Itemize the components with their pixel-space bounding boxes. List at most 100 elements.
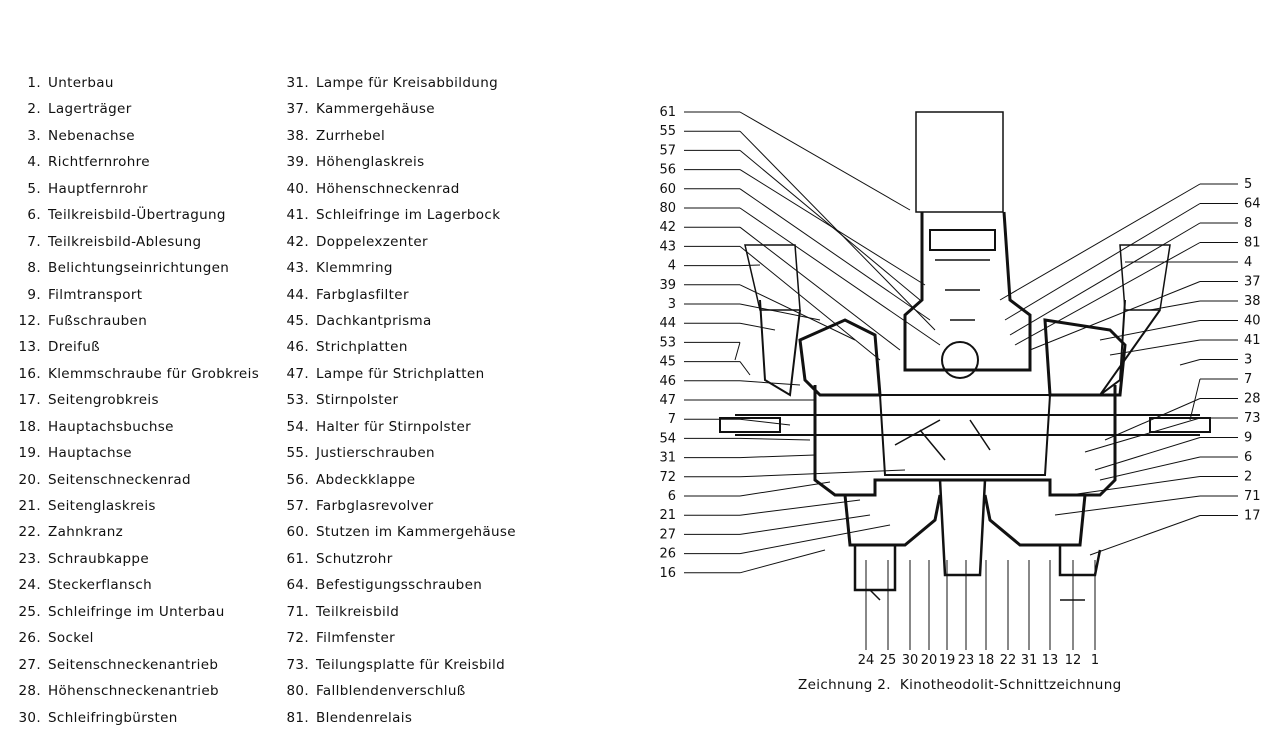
legend-item: 40.Höhenschneckenrad bbox=[280, 176, 580, 202]
legend-item: 1.Unterbau bbox=[12, 70, 274, 96]
callout-label: 64 bbox=[1244, 197, 1261, 212]
legend-number: 24. bbox=[18, 577, 41, 594]
callout-label: 8 bbox=[1244, 216, 1252, 231]
legend-number: 39. bbox=[286, 154, 309, 171]
leader-line bbox=[739, 169, 926, 286]
leader-line bbox=[739, 226, 901, 351]
leader-line bbox=[1104, 398, 1201, 441]
legend-label: Fußschrauben bbox=[48, 312, 148, 329]
legend-item: 19. Hauptachse bbox=[12, 440, 274, 466]
leader-line bbox=[1009, 222, 1201, 336]
leader-line bbox=[739, 111, 911, 211]
callout-label: 6 bbox=[668, 489, 676, 504]
legend-label: Dachkantprisma bbox=[316, 312, 432, 329]
leader-line bbox=[1084, 417, 1201, 453]
legend-label: Abdeckklappe bbox=[316, 471, 416, 488]
callout-label: 20 bbox=[921, 653, 938, 668]
legend-number: 60. bbox=[286, 524, 309, 541]
legend-label: Unterbau bbox=[48, 75, 114, 91]
legend-item: 72.Filmfenster bbox=[280, 625, 580, 651]
legend-number: 38. bbox=[286, 127, 309, 144]
leader-line bbox=[1099, 456, 1201, 481]
legend-item: 28.Höhenschneckenantrieb bbox=[12, 678, 274, 704]
legend-item: 25.Schleifringe im Unterbau bbox=[12, 599, 274, 625]
legend-item: 80.Fallblendenverschluß bbox=[280, 678, 580, 704]
callout-label: 4 bbox=[1244, 255, 1252, 270]
callout-label: 5 bbox=[1244, 177, 1252, 192]
legend-item: 4.Richtfernrohre bbox=[12, 149, 274, 175]
legend-number: 17. bbox=[18, 392, 41, 409]
callout-label: 46 bbox=[659, 374, 676, 389]
callout-label: 43 bbox=[659, 239, 676, 254]
legend-label: Fallblendenverschluß bbox=[316, 683, 466, 700]
legend-label: Lampe für Kreisabbildung bbox=[316, 75, 499, 91]
callout-label: 24 bbox=[858, 653, 875, 668]
legend-number: 4. bbox=[27, 154, 41, 171]
legend-label: Höhenschneckenrad bbox=[316, 180, 460, 197]
legend-item: 9.Filmtransport bbox=[12, 282, 274, 308]
legend-number: 19. bbox=[18, 445, 41, 462]
legend-item: 73.Teilungsplatte für Kreisbild bbox=[280, 652, 580, 678]
callout-label: 55 bbox=[659, 124, 676, 139]
legend-item: 17.Seitengrobkreis bbox=[12, 387, 274, 413]
callout-label: 39 bbox=[659, 278, 676, 293]
legend-label: Doppelexzenter bbox=[316, 233, 428, 250]
callout-label: 18 bbox=[978, 653, 995, 668]
legend-item: 81.Blendenrelais bbox=[280, 705, 580, 731]
legend-item: 37. Kammergehäuse bbox=[280, 96, 580, 122]
legend-number: 6. bbox=[27, 207, 41, 224]
legend-label: Kammergehäuse bbox=[316, 101, 435, 118]
legend-label: Hauptfernrohr bbox=[48, 180, 148, 197]
legend-label: Steckerflansch bbox=[48, 577, 153, 594]
legend-number: 71. bbox=[286, 603, 309, 620]
legend-item: 45.Dachkantprisma bbox=[280, 308, 580, 334]
legend-number: 73. bbox=[286, 656, 309, 673]
callout-label: 1 bbox=[1091, 653, 1099, 668]
legend-number: 54. bbox=[286, 418, 309, 435]
legend-label: Teilkreisbild-Ablesung bbox=[48, 233, 202, 250]
legend-number: 41. bbox=[286, 207, 309, 224]
legend-number: 31. bbox=[286, 75, 309, 91]
legend-item: 42.Doppelexzenter bbox=[280, 229, 580, 255]
legend-label: Stirnpolster bbox=[316, 392, 399, 409]
callout-label: 22 bbox=[1000, 653, 1017, 668]
legend-label: Klemmring bbox=[316, 260, 393, 277]
legend-label: Hauptachse bbox=[48, 445, 132, 462]
callout-label: 7 bbox=[1244, 372, 1252, 387]
leader-line bbox=[734, 342, 741, 361]
callout-label: 80 bbox=[659, 201, 676, 216]
leader-line bbox=[739, 549, 826, 574]
legend-label: Stutzen im Kammergehäuse bbox=[316, 524, 516, 541]
legend-label: Seitenschneckenantrieb bbox=[48, 656, 219, 673]
legend-item: 57.Farbglasrevolver bbox=[280, 493, 580, 519]
legend-label: Dreifuß bbox=[48, 339, 100, 356]
callout-label: 27 bbox=[659, 527, 676, 542]
legend-label: Strichplatten bbox=[316, 339, 408, 356]
legend-number: 3. bbox=[27, 127, 41, 144]
callout-label: 44 bbox=[659, 316, 676, 331]
legend-item: 64.Befestigungsschrauben bbox=[280, 572, 580, 598]
caption-label: Zeichnung 2. bbox=[798, 677, 891, 693]
leader-line bbox=[999, 183, 1201, 301]
legend-item: 7.Teilkreisbild-Ablesung bbox=[12, 229, 274, 255]
leader-line bbox=[739, 246, 881, 361]
callout-label: 38 bbox=[1244, 294, 1261, 309]
legend-number: 55. bbox=[286, 445, 309, 462]
legend-item: 39.Höhenglaskreis bbox=[280, 149, 580, 175]
callout-label: 12 bbox=[1065, 653, 1082, 668]
legend-label: Befestigungsschrauben bbox=[316, 577, 483, 594]
figure-caption: Zeichnung 2.Kinotheodolit-Schnittzeichnu… bbox=[798, 677, 1122, 693]
callout-label: 61 bbox=[659, 105, 676, 120]
legend-label: Blendenrelais bbox=[316, 709, 413, 726]
callout-label: 23 bbox=[958, 653, 975, 668]
leader-line bbox=[739, 264, 761, 267]
callout-labels: 6155575660804243439344534546477543172621… bbox=[659, 105, 1260, 668]
leader-line bbox=[1149, 300, 1201, 311]
legend-number: 16. bbox=[18, 365, 41, 382]
legend-item: 20.Seitenschneckenrad bbox=[12, 467, 274, 493]
callout-label: 47 bbox=[659, 393, 676, 408]
leader-line bbox=[1094, 437, 1201, 471]
legend-item: 21.Seitenglaskreis bbox=[12, 493, 274, 519]
leader-line bbox=[739, 361, 751, 376]
legend-number: 37. bbox=[286, 101, 309, 118]
